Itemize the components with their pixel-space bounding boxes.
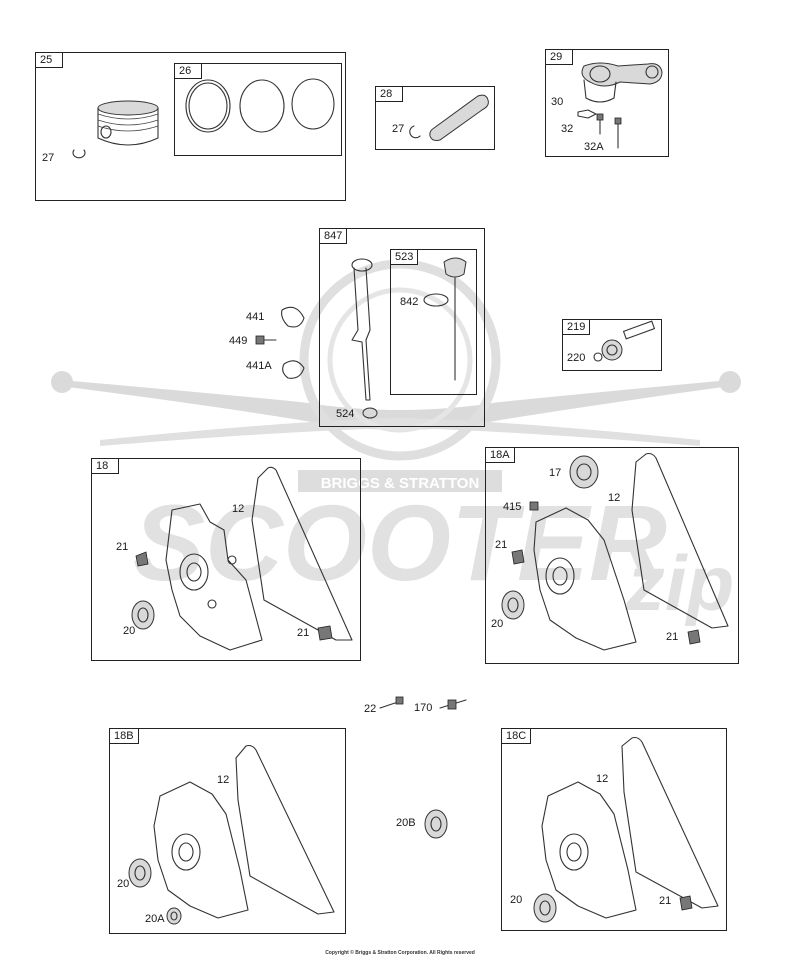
label-21: 21 — [666, 631, 679, 643]
label-20: 20 — [510, 894, 523, 906]
bolts — [379, 696, 467, 710]
label-441: 441 — [246, 311, 265, 323]
label-842: 842 — [400, 296, 419, 308]
group-tag-523: 523 — [390, 249, 419, 265]
group-box-26: 26 — [174, 63, 342, 156]
label-12: 12 — [232, 503, 245, 515]
label-441A: 441A — [246, 360, 272, 372]
group-tag-18C: 18C — [501, 728, 532, 744]
group-box-847: 847 — [319, 228, 485, 427]
group-box-18: 18 — [91, 458, 361, 661]
group-tag-28: 28 — [375, 86, 403, 102]
group-box-29: 29 — [545, 49, 669, 157]
label-12: 12 — [217, 774, 230, 786]
crankcase-cover-18A — [501, 452, 729, 651]
label-21: 21 — [116, 541, 129, 553]
group-box-523: 523 — [390, 249, 477, 395]
label-20: 20 — [123, 625, 136, 637]
label-27: 27 — [42, 152, 55, 164]
label-32: 32 — [561, 123, 574, 135]
label-20B: 20B — [396, 817, 416, 829]
seal-20B — [424, 809, 448, 839]
label-20: 20 — [117, 878, 130, 890]
wrist-pin — [409, 94, 489, 141]
label-27: 27 — [392, 123, 405, 135]
group-tag-18B: 18B — [109, 728, 139, 744]
label-30: 30 — [551, 96, 564, 108]
label-21: 21 — [495, 539, 508, 551]
label-12: 12 — [608, 492, 621, 504]
dipstick-tube — [351, 258, 378, 419]
crankcase-cover-18B — [128, 744, 335, 925]
group-box-28: 28 — [375, 86, 495, 150]
piston-drawing — [97, 100, 159, 146]
group-tag-29: 29 — [545, 49, 573, 65]
label-21: 21 — [659, 895, 672, 907]
group-tag-25: 25 — [35, 52, 63, 68]
group-tag-219: 219 — [562, 319, 591, 335]
copyright-notice: Copyright © Briggs & Stratton Corporatio… — [325, 950, 475, 956]
group-tag-26: 26 — [174, 63, 202, 79]
label-524: 524 — [336, 408, 355, 420]
group-box-219: 219 — [562, 319, 662, 371]
group-box-18B: 18B — [109, 728, 346, 934]
group-box-18C: 18C — [501, 728, 727, 931]
group-tag-18A: 18A — [485, 447, 515, 463]
piston-rings — [185, 78, 335, 133]
label-22: 22 — [364, 703, 377, 715]
dipstick — [423, 257, 467, 381]
label-170: 170 — [414, 702, 433, 714]
group-box-18A: 18A — [485, 447, 739, 664]
group-box-25: 25 — [35, 52, 346, 201]
wrist-pin-clip-27a — [72, 149, 86, 159]
label-20: 20 — [491, 618, 504, 630]
crankcase-cover-18C — [533, 736, 719, 923]
governor-gear — [593, 320, 656, 362]
group-tag-18: 18 — [91, 458, 119, 474]
clamps — [255, 306, 305, 379]
label-415: 415 — [503, 501, 522, 513]
group-tag-847: 847 — [319, 228, 348, 244]
label-32A: 32A — [584, 141, 604, 153]
label-220: 220 — [567, 352, 586, 364]
label-12: 12 — [596, 773, 609, 785]
label-17: 17 — [549, 467, 562, 479]
label-21: 21 — [297, 627, 310, 639]
connecting-rod — [577, 62, 663, 149]
label-449: 449 — [229, 335, 248, 347]
label-20A: 20A — [145, 913, 165, 925]
crankcase-cover-18 — [131, 466, 353, 651]
